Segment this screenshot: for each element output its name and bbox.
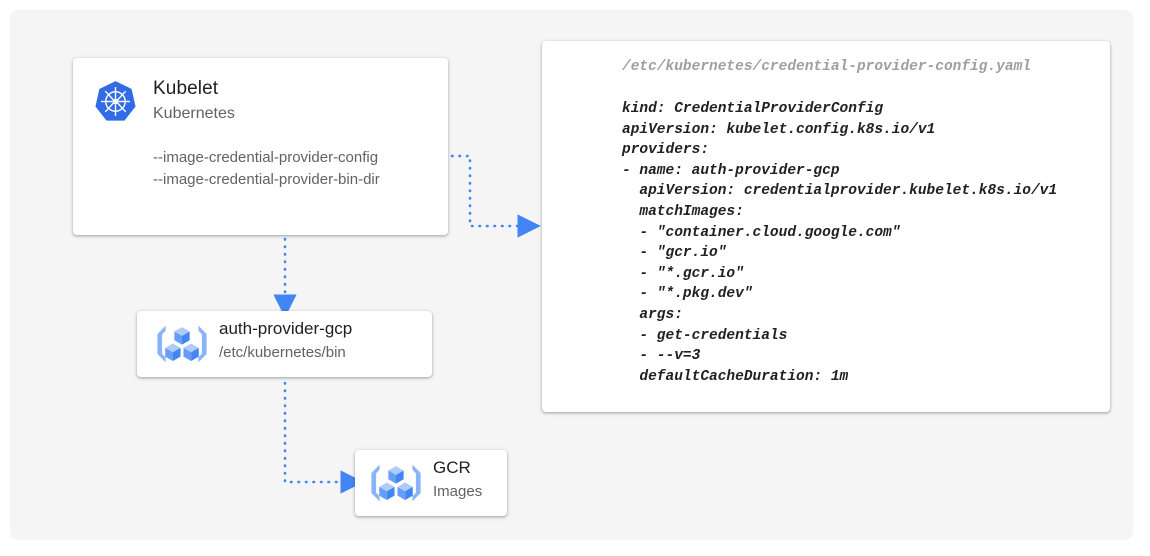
gcr-title: GCR [433, 458, 471, 477]
kubelet-subtitle: Kubernetes [153, 105, 235, 122]
yaml-content: kind: CredentialProviderConfig apiVersio… [622, 101, 1058, 385]
container-registry-icon [151, 322, 213, 366]
auth-provider-title: auth-provider-gcp [219, 319, 353, 338]
kubelet-title: Kubelet [153, 78, 219, 99]
kubelet-flag-config: --image-credential-provider-config [153, 149, 379, 166]
kubernetes-helm-icon [93, 79, 138, 124]
yaml-file-path: /etc/kubernetes/credential-provider-conf… [622, 59, 1031, 75]
auth-provider-subtitle: /etc/kubernetes/bin [219, 344, 346, 361]
auth-provider-gcp-card[interactable]: auth-provider-gcp /etc/kubernetes/bin [137, 311, 432, 377]
container-registry-icon [365, 461, 427, 505]
kubelet-flag-bin-dir: --image-credential-provider-bin-dir [153, 171, 380, 188]
gcr-subtitle: Images [433, 483, 483, 500]
kubelet-card[interactable]: Kubelet Kubernetes --image-credential-pr… [73, 58, 448, 235]
credential-provider-config-card[interactable]: /etc/kubernetes/credential-provider-conf… [542, 41, 1110, 412]
gcr-card[interactable]: GCR Images [355, 450, 507, 516]
